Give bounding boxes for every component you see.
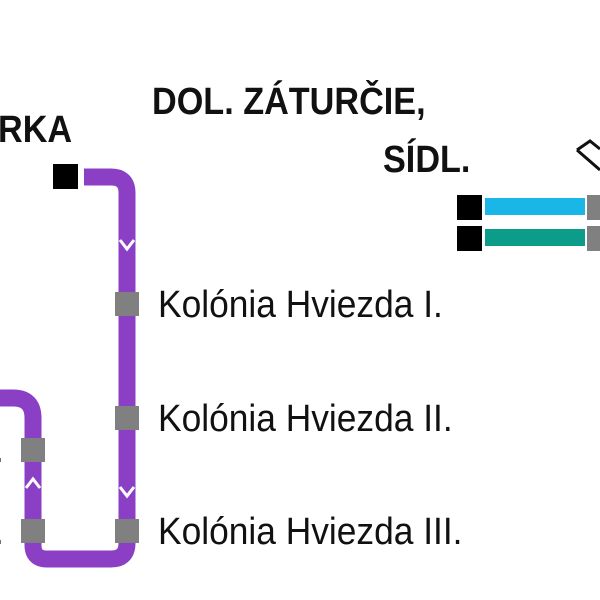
line-cyan	[485, 198, 585, 215]
stop-marker	[115, 519, 139, 543]
stop-label-kolonia-hviezda-1: Kolónia Hviezda I.	[158, 284, 443, 326]
route-line-purple	[0, 168, 136, 568]
direction-arrow-icon	[118, 239, 136, 252]
terminal-stop-marker	[53, 164, 78, 189]
pictogram-icon	[576, 139, 600, 172]
stop-label-partial: .	[0, 428, 4, 472]
stop-marker	[21, 519, 45, 543]
stop-marker	[21, 438, 45, 462]
terminal-label-partial: RKA	[0, 109, 73, 151]
stop-label-partial: .	[0, 510, 4, 554]
terminal-label-dol-zaturcie: DOL. ZÁTURČIE,	[152, 81, 426, 123]
line-teal	[485, 229, 585, 246]
direction-arrow-icon	[118, 486, 136, 499]
stop-marker	[115, 292, 139, 316]
terminal-label-sidl: SÍDL.	[383, 139, 471, 181]
stop-marker	[587, 226, 600, 251]
terminal-stop-marker	[457, 226, 482, 251]
stop-marker	[115, 406, 139, 430]
terminal-stop-marker	[457, 195, 482, 220]
direction-arrow-icon	[24, 476, 42, 489]
stop-marker	[587, 195, 600, 220]
stop-label-kolonia-hviezda-2: Kolónia Hviezda II.	[158, 398, 453, 440]
stop-label-kolonia-hviezda-3: Kolónia Hviezda III.	[158, 511, 463, 553]
